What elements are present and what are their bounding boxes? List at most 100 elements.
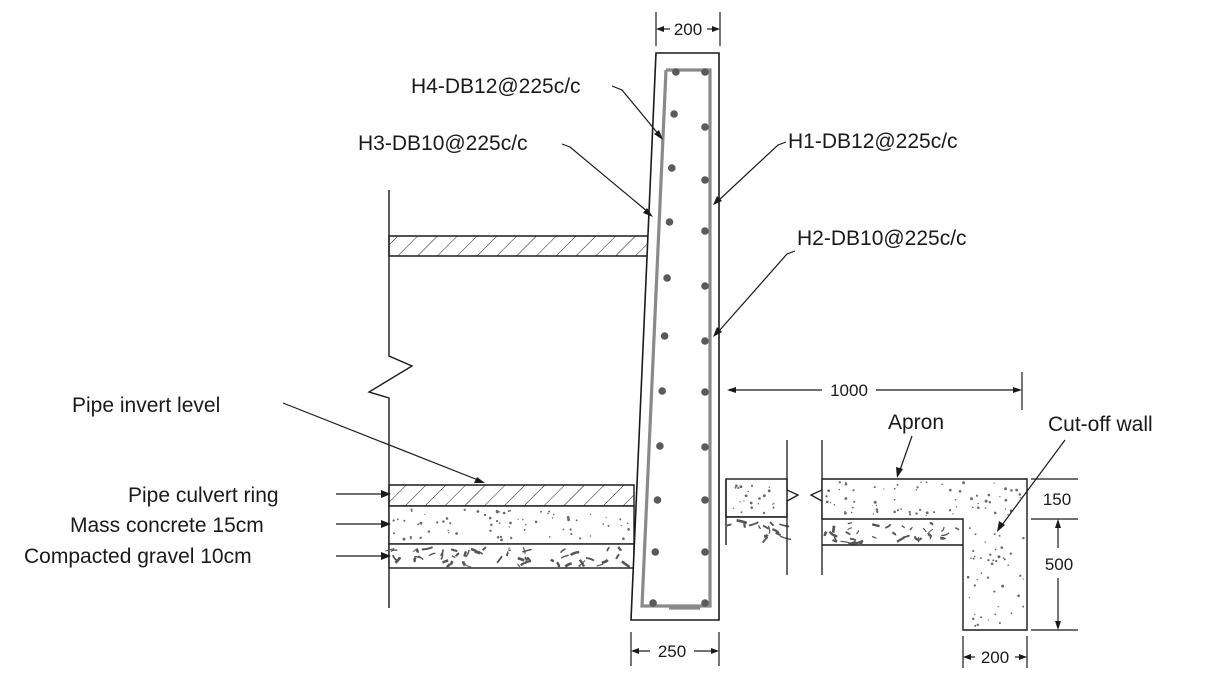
aggregate-dot (1007, 514, 1008, 515)
rebar-dot (701, 388, 709, 396)
aggregate-dot (977, 579, 978, 580)
gravel-stroke (850, 539, 856, 541)
gravel-stroke (928, 534, 931, 537)
aggregate-dot (985, 541, 986, 542)
aggregate-dot (484, 514, 486, 516)
aggregate-dot (852, 489, 854, 491)
aggregate-dot (839, 481, 841, 483)
aggregate-dot (975, 533, 977, 535)
aggregate-dot (410, 538, 412, 540)
aggregate-dot (549, 536, 551, 538)
rebar-dot (649, 599, 657, 607)
aggregate-dot (567, 518, 570, 521)
aggregate-dot (553, 514, 555, 516)
aggregate-dot (540, 511, 542, 513)
aggregate-dot (916, 486, 918, 488)
aggregate-dot (570, 528, 572, 530)
aggregate-dot (897, 509, 899, 511)
rebar-dot (656, 442, 664, 450)
aggregate-dot (952, 513, 953, 514)
aggregate-dot (510, 537, 512, 539)
rebar-dot (701, 282, 709, 290)
aggregate-dot (499, 511, 500, 512)
aggregate-dot (393, 519, 395, 521)
aggregate-dot (967, 576, 970, 579)
aggregate-dot (985, 507, 987, 509)
aggregate-dot (915, 512, 917, 514)
gravel-stroke (872, 524, 879, 526)
aggregate-dot (976, 495, 978, 497)
rebar-dot (661, 332, 669, 340)
aggregate-dot (420, 537, 422, 539)
aggregate-dot (1004, 499, 1007, 502)
aggregate-dot (1004, 558, 1006, 560)
aggregate-dot (411, 510, 413, 512)
aggregate-dot (844, 512, 847, 515)
dim-wall-base-width: 250 (631, 632, 719, 666)
gravel-stroke (902, 526, 905, 528)
aggregate-dot (489, 530, 491, 532)
aggregate-dot (993, 591, 995, 593)
aggregate-dot (489, 517, 492, 520)
aggregate-dot (995, 614, 997, 616)
aggregate-dot (608, 525, 610, 527)
aggregate-dot (748, 491, 749, 492)
aggregate-dot (916, 489, 918, 491)
aggregate-dot (826, 500, 829, 503)
aggregate-dot (876, 505, 877, 506)
gravel-stroke (451, 561, 453, 565)
rebar-dot (701, 176, 709, 184)
aggregate-dot (1015, 489, 1018, 492)
aggregate-dot (419, 522, 422, 525)
aggregate-dot (1019, 575, 1021, 577)
rebar-dot (670, 110, 678, 118)
aggregate-dot (956, 506, 957, 507)
aggregate-dot (981, 572, 983, 574)
rebar-dot (701, 496, 709, 504)
aggregate-dot (1010, 489, 1013, 492)
aggregate-dot (989, 501, 991, 503)
aggregate-dot (933, 511, 935, 513)
aggregate-dot (772, 507, 774, 509)
label-apron: Apron (888, 411, 944, 478)
aggregate-dot (1007, 564, 1009, 566)
apron-slab-left-segment (726, 479, 792, 545)
aggregate-dot (442, 520, 444, 522)
aggregate-dot (995, 560, 997, 562)
aggregate-dot (500, 536, 502, 538)
aggregate-dot (998, 606, 999, 607)
aggregate-dot (563, 529, 565, 531)
aggregate-dot (876, 508, 879, 511)
aggregate-dot (969, 527, 971, 529)
aggregate-dot (590, 535, 591, 536)
aggregate-dot (627, 522, 629, 524)
aggregate-dot (436, 521, 438, 523)
aggregate-dot (737, 487, 739, 489)
aggregate-dot (1017, 594, 1020, 597)
aggregate-dot (745, 494, 748, 497)
dim-text-cutoff-width: 200 (981, 648, 1009, 667)
aggregate-dot (894, 488, 896, 490)
rebar-dot (701, 599, 709, 607)
aggregate-dot (446, 517, 449, 520)
aggregate-dot (974, 625, 976, 627)
gravel-stroke (872, 536, 876, 538)
aggregate-dot (1020, 497, 1021, 498)
aggregate-dot (959, 490, 962, 493)
rebar-dot (701, 68, 709, 76)
aggregate-dot (448, 532, 449, 533)
label-pipe-invert-level: Pipe invert level (72, 394, 485, 483)
aggregate-dot (825, 495, 827, 497)
label-mass-concrete: Mass concrete 15cm (70, 514, 391, 537)
aggregate-dot (991, 562, 994, 565)
aggregate-dot (535, 521, 538, 524)
aggregate-dot (999, 496, 1000, 497)
gravel-stroke (833, 526, 834, 533)
aggregate-dot (496, 510, 499, 513)
aggregate-dot (403, 520, 405, 522)
aggregate-dot (987, 577, 989, 579)
gravel-stroke (893, 532, 897, 534)
aggregate-dot (428, 530, 430, 532)
aggregate-dot (1005, 509, 1006, 510)
